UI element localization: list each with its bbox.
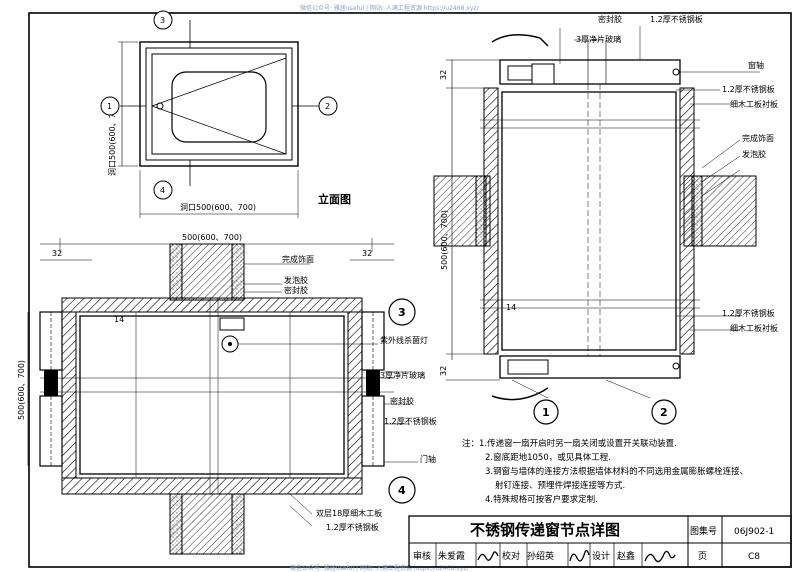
section-label-foam: 发泡胶 (742, 149, 766, 159)
elevation-marker-2: 2 (318, 96, 338, 116)
title-block-design-label: 设计 (592, 550, 610, 562)
plan-label-steel: 1.2厚不锈钢板 (384, 416, 437, 426)
section-label-sealant: 密封胶 (598, 14, 622, 24)
plan-label-foam: 发泡胶 (284, 275, 308, 285)
section-label-finish: 完成饰面 (742, 133, 774, 143)
signature-review (477, 551, 499, 561)
section-dim-32-bottom: 32 (439, 366, 448, 376)
signature-design (644, 550, 676, 563)
svg-text:3: 3 (398, 306, 406, 319)
plan-label-sealant-top: 密封胶 (284, 285, 308, 295)
plan-side-dim: 500(600、700) (17, 360, 26, 420)
elevation-marker-1: 1 (100, 96, 120, 116)
section-label-axis: 窗轴 (748, 60, 764, 70)
plan-label-finish: 完成饰面 (282, 254, 314, 264)
svg-text:3: 3 (160, 16, 165, 25)
svg-text:1: 1 (542, 406, 550, 419)
note-line-5: 4.特殊规格可按客户要求定制. (485, 494, 598, 505)
svg-text:4: 4 (160, 186, 165, 195)
plan-callout-3: 3 (388, 298, 416, 326)
title-block-atlas-label: 图集号 (690, 525, 717, 537)
plan-dim-32-left: 32 (52, 249, 62, 258)
plan-dim-32-right: 32 (362, 249, 372, 258)
plan-label-uv-lamp: 紫外线杀菌灯 (380, 335, 428, 345)
section-label-steel-top: 1.2厚不锈钢板 (650, 14, 703, 24)
elevation-marker-4: 4 (153, 180, 173, 200)
notes-block: 注：1.传递窗一扇开启时另一扇关闭或设置开关联动装置. 2.窗底距地1050，或… (462, 438, 748, 505)
section-label-wood-lower: 细木工板衬板 (730, 323, 778, 333)
plan-dim-14: 14 (114, 315, 124, 324)
plan-top-dim: 500(600、700) (182, 233, 242, 242)
elevation-height-dim: 洞口500(600、700) (107, 100, 117, 176)
title-block-designer: 赵鑫 (617, 550, 635, 562)
title-block-page-no: C8 (748, 552, 760, 562)
watermark-bottom: 微信公众号: 雅居useful | 网站: 人满工程资源 https://u24… (290, 564, 470, 572)
note-line-2: 2.窗底距地1050，或见具体工程. (485, 452, 611, 463)
section-callout-2: 2 (651, 399, 677, 425)
title-block-page-label: 页 (698, 551, 707, 562)
section-side-dim: 500(600、700) (440, 210, 449, 270)
svg-text:4: 4 (398, 484, 406, 497)
note-line-3: 3.钢窗与墙体的连接方法根据墙体材料的不同选用金属膨胀螺栓连接、 (485, 466, 748, 477)
elevation-marker-3: 3 (153, 10, 173, 30)
title-block-check-label: 校对 (502, 550, 520, 562)
svg-text:2: 2 (660, 406, 668, 419)
title-block-checker: 孙绍英 (527, 550, 554, 562)
title-block-reviewer: 朱爱霞 (438, 550, 465, 562)
svg-text:2: 2 (325, 102, 330, 111)
title-block-atlas-no: 06J902-1 (734, 527, 774, 537)
plan-view (27, 238, 418, 555)
elevation-width-dim: 洞口500(600、700) (180, 202, 256, 212)
section-view (433, 26, 760, 401)
svg-text:1: 1 (107, 102, 112, 111)
watermark-top: 微信公众号: 雅居useful | 网站: 人满工程资源 https://u24… (300, 4, 480, 12)
plan-label-wood-board: 双层18厚细木工板 (316, 508, 382, 518)
plan-label-steel-bottom: 1.2厚不锈钢板 (326, 522, 379, 532)
note-line-1: 注：1.传递窗一扇开启时另一扇关闭或设置开关联动装置. (462, 438, 677, 449)
plan-callout-4: 4 (388, 476, 416, 504)
title-block-review-label: 审核 (413, 550, 431, 562)
section-label-wood-lining: 细木工板衬板 (730, 99, 778, 109)
note-line-4: 射钉连接、预埋件焊接连接等方式. (495, 480, 625, 491)
section-dim-14: 14 (506, 303, 516, 312)
elevation-title: 立面图 (318, 192, 351, 206)
section-label-steel-lower: 1.2厚不锈钢板 (722, 308, 775, 318)
title-block (408, 515, 792, 568)
section-dim-32-top: 32 (439, 70, 448, 80)
section-label-glass: 3厚净片玻璃 (576, 34, 621, 44)
signature-check (569, 549, 590, 562)
section-label-steel-right: 1.2厚不锈钢板 (722, 84, 775, 94)
elevation-view (118, 20, 320, 218)
plan-label-hinge: 门轴 (420, 454, 436, 464)
plan-label-glass: 3厚净片玻璃 (380, 370, 425, 380)
title-block-title: 不锈钢传递窗节点详图 (470, 521, 620, 539)
section-callout-1: 1 (533, 399, 559, 425)
plan-label-sealant: 密封胶 (390, 396, 414, 406)
